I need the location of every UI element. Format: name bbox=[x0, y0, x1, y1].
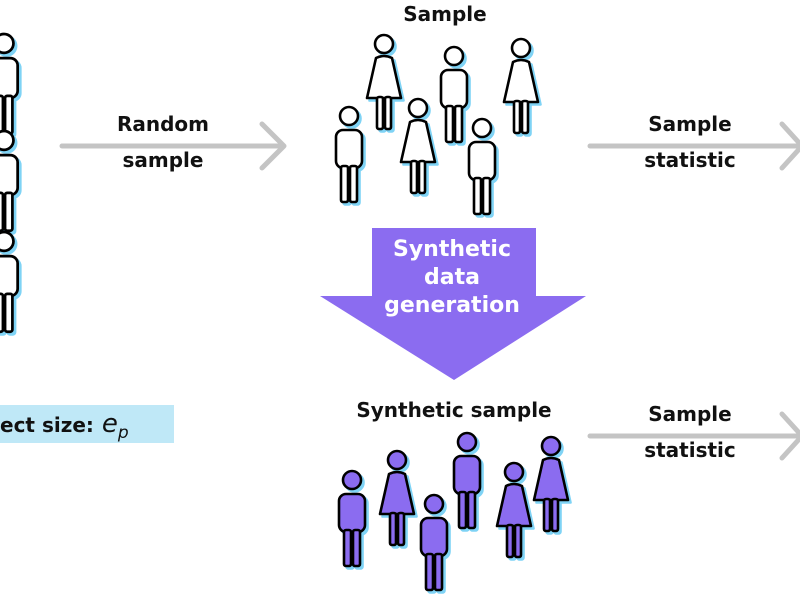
synthetic-statistic-line1: Sample bbox=[648, 402, 732, 426]
population-person bbox=[0, 129, 22, 235]
synthetic-person-male bbox=[419, 493, 451, 594]
random-sample-line1: Random bbox=[116, 112, 210, 136]
synthetic-statistic-line2: statistic bbox=[644, 438, 736, 462]
sample-statistic-line1: Sample bbox=[648, 112, 732, 136]
sample-person-male bbox=[334, 105, 366, 206]
sample-statistic-label: Sample statistic bbox=[628, 106, 752, 178]
random-sample-line2: sample bbox=[122, 148, 204, 172]
arrow-sample-statistic bbox=[587, 121, 800, 171]
synthetic-sample-title: Synthetic sample bbox=[356, 398, 552, 422]
synthetic-person-female bbox=[495, 461, 535, 561]
arrow-synthetic-statistic bbox=[587, 411, 800, 461]
synthetic-generation-line3: generation bbox=[384, 293, 520, 318]
effect-symbol-letter: e bbox=[101, 409, 118, 439]
sample-statistic-line2: statistic bbox=[644, 148, 736, 172]
arrow-random-sample bbox=[59, 121, 287, 171]
effect-size-text: ect size: bbox=[0, 413, 94, 437]
synthetic-person-female bbox=[532, 435, 572, 535]
sample-person-male bbox=[467, 117, 499, 218]
synthetic-generation-line1: Synthetic bbox=[392, 237, 512, 262]
synthetic-person-female bbox=[378, 449, 418, 549]
sample-person-female bbox=[365, 33, 405, 133]
sample-person-female bbox=[502, 37, 542, 137]
effect-size-symbol: ep bbox=[101, 409, 129, 443]
population-person bbox=[0, 230, 22, 336]
synthetic-statistic-label: Sample statistic bbox=[628, 396, 752, 468]
synthetic-person-male bbox=[337, 469, 369, 570]
effect-size-box: ect size: ep bbox=[0, 405, 174, 443]
effect-symbol-subscript: p bbox=[117, 423, 129, 444]
synthetic-generation-arrow bbox=[320, 228, 586, 380]
population-person bbox=[0, 32, 22, 138]
sample-person-female bbox=[399, 97, 439, 197]
synthetic-person-male bbox=[452, 431, 484, 532]
random-sample-label: Random sample bbox=[104, 106, 222, 178]
sample-person-male bbox=[439, 45, 471, 146]
synthetic-generation-line2: data bbox=[424, 265, 480, 290]
synthetic-generation-label: Synthetic data generation bbox=[352, 236, 552, 320]
sample-title: Sample bbox=[403, 2, 487, 26]
